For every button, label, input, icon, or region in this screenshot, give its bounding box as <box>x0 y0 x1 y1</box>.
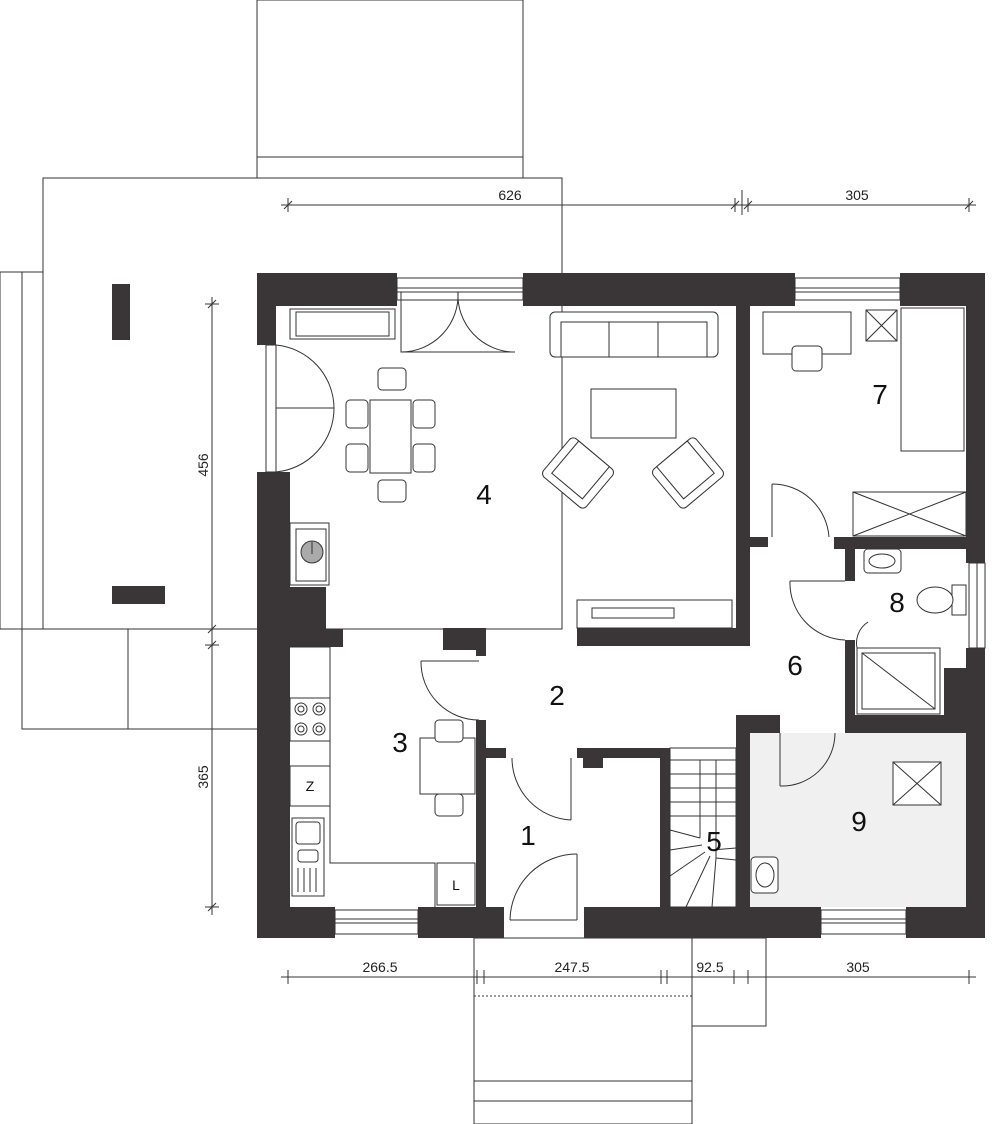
windows <box>265 277 986 935</box>
room-labels: 1 2 3 4 5 6 7 8 9 <box>392 379 905 857</box>
washer <box>436 862 476 906</box>
room-label-9: 9 <box>851 806 867 837</box>
room-label-7: 7 <box>872 379 888 410</box>
fridge-label: Z <box>306 778 315 794</box>
kitchen-table <box>419 737 476 795</box>
kitchen: Z L <box>288 646 476 907</box>
desk-chair <box>791 345 823 372</box>
toilet-tank <box>951 584 967 616</box>
fridge <box>289 765 331 807</box>
room-label-1: 1 <box>520 820 536 851</box>
bed <box>900 307 965 452</box>
pillar-bottom <box>112 586 165 604</box>
coffee-table <box>590 388 677 439</box>
sink <box>291 817 325 897</box>
chair <box>345 399 369 429</box>
chair <box>377 479 407 503</box>
side-step <box>691 937 767 1027</box>
exterior-structures <box>0 0 767 1124</box>
living-furniture <box>289 308 733 629</box>
room-label-8: 8 <box>889 587 905 618</box>
window-kitchen <box>334 909 419 935</box>
dim-bottom-2: 247.5 <box>554 959 589 975</box>
chair <box>377 367 407 391</box>
dining-table <box>369 399 412 474</box>
dim-left-lower: 365 <box>195 765 211 789</box>
entrance-steps <box>473 937 693 1124</box>
dim-left-upper: 456 <box>195 453 211 477</box>
dim-bottom-3: 92.5 <box>696 959 723 975</box>
window-top-bedroom <box>794 277 901 301</box>
washer-label: L <box>452 877 460 893</box>
chair <box>434 793 464 817</box>
walls <box>257 273 985 938</box>
room-label-4: 4 <box>476 479 492 510</box>
terrace-lower <box>21 628 259 730</box>
pillar-top <box>112 284 130 340</box>
room-label-3: 3 <box>392 727 408 758</box>
chair <box>412 399 436 429</box>
dim-top-left: 626 <box>498 187 522 203</box>
room-label-2: 2 <box>549 680 565 711</box>
chair <box>434 719 464 743</box>
door-living-top-left <box>400 292 458 353</box>
washbasin <box>863 548 902 574</box>
utility-room <box>750 761 942 894</box>
chair <box>412 443 436 473</box>
room-label-6: 6 <box>787 650 803 681</box>
chair <box>345 443 369 473</box>
dimension-lines <box>205 190 976 984</box>
dim-top-right: 305 <box>845 187 869 203</box>
bathroom <box>856 548 967 715</box>
kitchen-counter <box>288 646 436 907</box>
terrace-door-frame <box>265 344 277 473</box>
door-hall <box>511 757 572 821</box>
dimension-labels: 626 305 266.5 247.5 92.5 305 456 365 <box>195 187 870 975</box>
roof-top <box>256 0 524 179</box>
staircase <box>669 747 737 908</box>
toilet-icon <box>916 586 954 614</box>
room-label-5: 5 <box>706 826 722 857</box>
doors <box>275 291 846 921</box>
hob <box>289 697 331 742</box>
window-top-living <box>396 277 524 301</box>
dim-bottom-4: 305 <box>846 959 870 975</box>
armchair-left <box>542 437 614 509</box>
dim-bottom-1: 266.5 <box>362 959 397 975</box>
armchair-right <box>652 437 724 509</box>
bedroom <box>762 307 967 537</box>
window-utility <box>820 909 907 935</box>
door-entrance <box>509 853 578 921</box>
